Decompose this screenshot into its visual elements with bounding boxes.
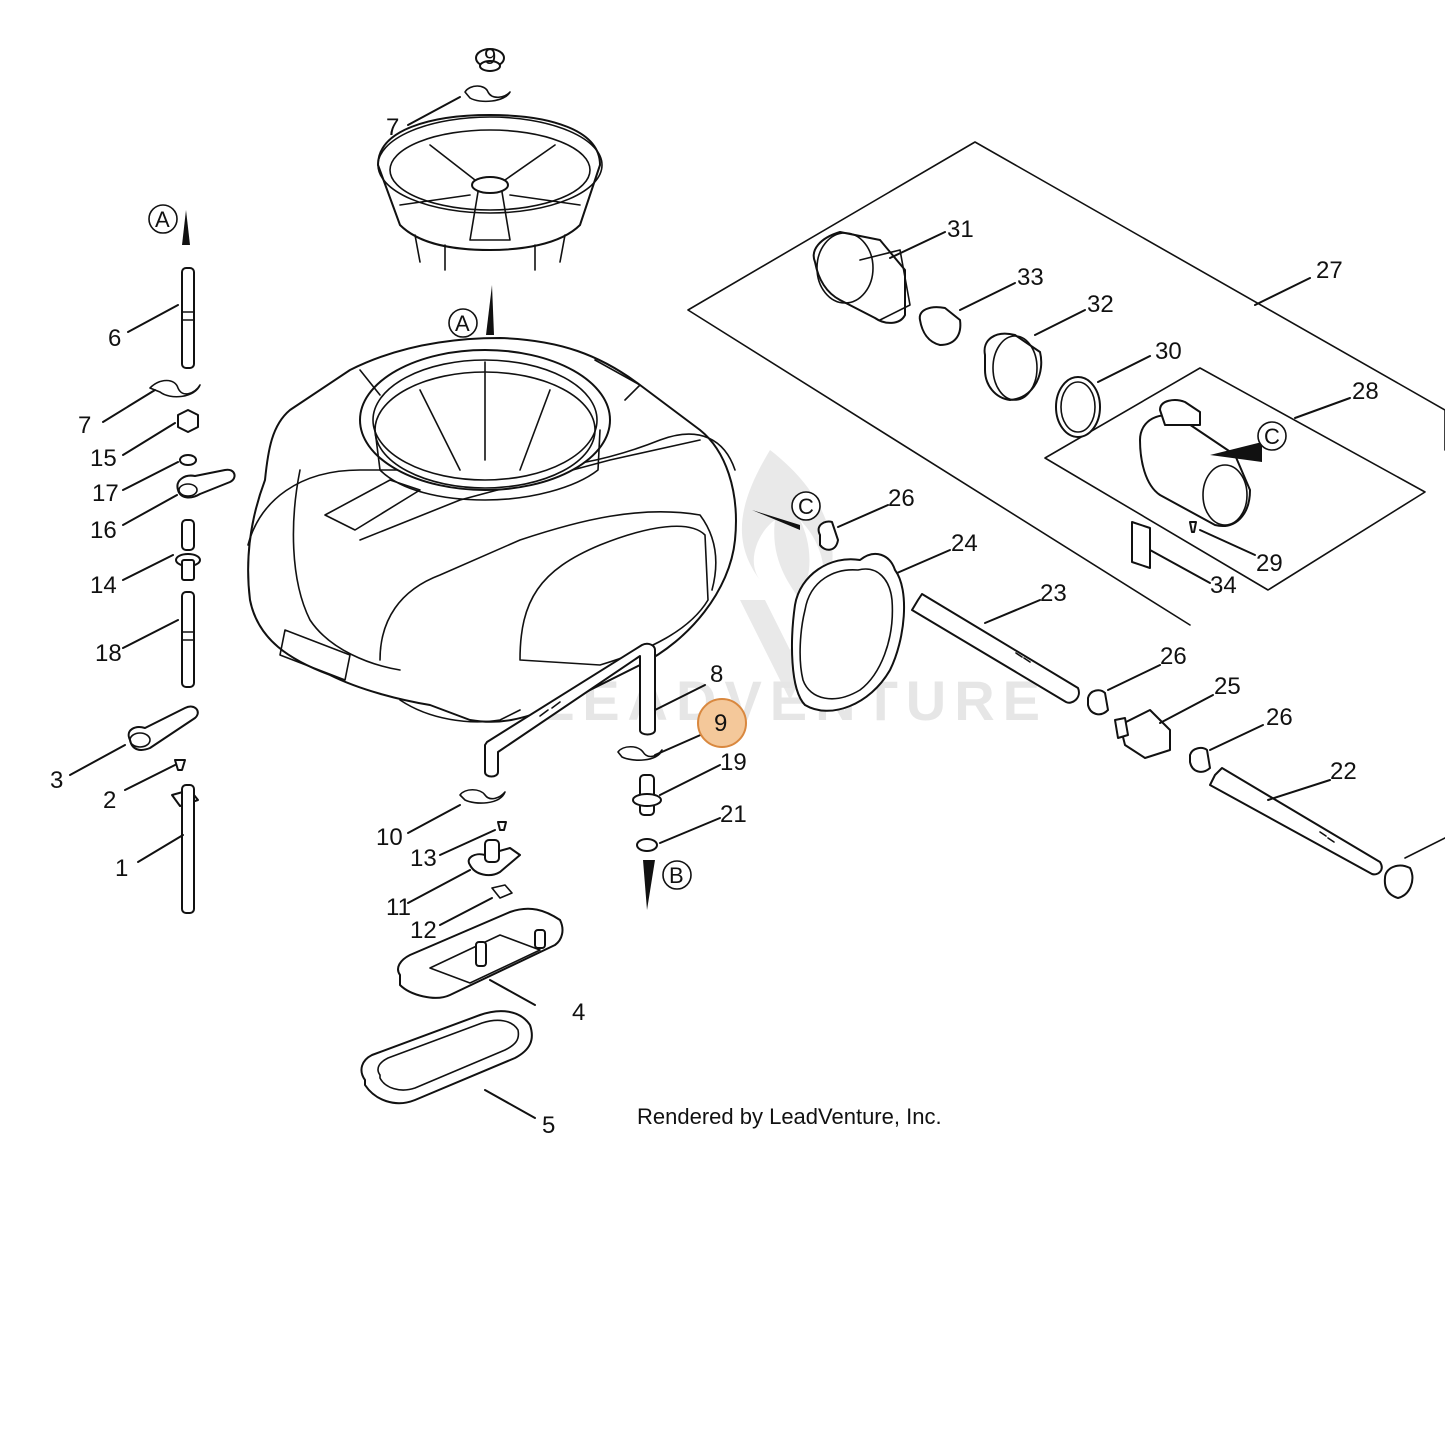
callout-11[interactable]: 11 xyxy=(386,894,411,921)
drain-plate-and-gasket xyxy=(360,907,564,1105)
leader-lines xyxy=(69,96,1351,1119)
credit-text: Rendered by LeadVenture, Inc. xyxy=(637,1104,942,1129)
ref-letter: B xyxy=(669,863,684,888)
callout-14[interactable]: 14 xyxy=(90,572,117,599)
right-hoses-and-clamps xyxy=(791,520,1445,899)
callout-27[interactable]: 27 xyxy=(1316,257,1343,284)
callout-29[interactable]: 29 xyxy=(1256,550,1283,577)
strainer-basket: 9 xyxy=(377,44,603,271)
callout-31[interactable]: 31 xyxy=(947,216,974,243)
callout-26-right[interactable]: 26 xyxy=(1266,704,1293,731)
callout-16[interactable]: 16 xyxy=(90,517,117,544)
callout-labels: 1 2 3 4 5 6 7 7 8 9 10 11 12 13 14 15 16… xyxy=(50,114,1379,1139)
arrow-up-icon xyxy=(182,210,190,245)
arrow-down-icon xyxy=(643,860,655,910)
callout-26-mid[interactable]: 26 xyxy=(1160,643,1187,670)
callout-3[interactable]: 3 xyxy=(50,767,63,794)
callout-6[interactable]: 6 xyxy=(108,325,121,352)
reference-arrows xyxy=(182,210,1262,910)
callout-22[interactable]: 22 xyxy=(1330,758,1357,785)
callout-32[interactable]: 32 xyxy=(1087,291,1114,318)
callout-7-left[interactable]: 7 xyxy=(78,412,91,439)
ref-b: B xyxy=(662,860,692,890)
cap-mark-label: 9 xyxy=(484,44,496,69)
ref-c-left: C xyxy=(791,491,821,521)
callout-34[interactable]: 34 xyxy=(1210,572,1237,599)
callout-1[interactable]: 1 xyxy=(115,855,128,882)
spray-tank xyxy=(247,337,737,723)
callout-15[interactable]: 15 xyxy=(90,445,117,472)
callout-28[interactable]: 28 xyxy=(1352,378,1379,405)
ref-a-mid: A xyxy=(448,308,478,338)
callout-13[interactable]: 13 xyxy=(410,845,437,872)
callout-10[interactable]: 10 xyxy=(376,824,403,851)
callout-23[interactable]: 23 xyxy=(1040,580,1067,607)
callout-8[interactable]: 8 xyxy=(710,661,723,688)
center-hose-and-fittings xyxy=(459,642,663,899)
callout-5[interactable]: 5 xyxy=(542,1112,555,1139)
callout-30[interactable]: 30 xyxy=(1155,338,1182,365)
ref-c-right: C xyxy=(1257,421,1287,451)
callout-7-top[interactable]: 7 xyxy=(386,114,399,141)
highlight-part-9[interactable] xyxy=(697,698,747,748)
callout-18[interactable]: 18 xyxy=(95,640,122,667)
callout-19[interactable]: 19 xyxy=(720,749,747,776)
callout-21[interactable]: 21 xyxy=(720,801,747,828)
ref-letter: A xyxy=(455,311,470,336)
ref-a-top: A xyxy=(148,204,178,234)
arrow-left-icon xyxy=(752,510,800,530)
arrow-up-icon xyxy=(486,285,494,335)
agitator-shaft-assembly xyxy=(127,267,236,914)
callout-9[interactable]: 9 xyxy=(714,710,727,737)
callout-24[interactable]: 24 xyxy=(951,530,978,557)
arrow-left-icon xyxy=(1210,442,1262,462)
callout-2[interactable]: 2 xyxy=(103,787,116,814)
callout-17[interactable]: 17 xyxy=(92,480,119,507)
callout-4[interactable]: 4 xyxy=(572,999,585,1026)
callout-12[interactable]: 12 xyxy=(410,917,437,944)
callout-33[interactable]: 33 xyxy=(1017,264,1044,291)
ref-letter: C xyxy=(1264,424,1280,449)
watermark-text: LEADVENTURE xyxy=(540,669,1048,732)
ref-letter: C xyxy=(798,494,814,519)
kit-box-27 xyxy=(687,141,1445,626)
ref-letter: A xyxy=(155,207,170,232)
callout-25[interactable]: 25 xyxy=(1214,673,1241,700)
callout-26-top[interactable]: 26 xyxy=(888,485,915,512)
